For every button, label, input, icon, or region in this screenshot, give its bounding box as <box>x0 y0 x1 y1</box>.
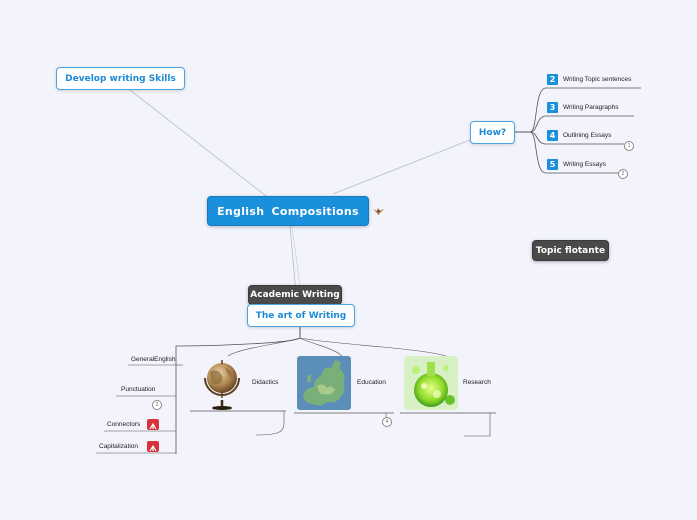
collapsed-count-badge[interactable]: 2 <box>152 400 162 410</box>
subtopic-general-english[interactable]: GeneralEnglish <box>131 356 176 363</box>
subtopic-capitalization[interactable]: Capitalization <box>99 443 139 450</box>
how-item-writing-essays[interactable]: Writing Essays <box>563 161 606 168</box>
number-badge-5: 5 <box>547 159 558 170</box>
connector-how-5 <box>529 131 618 174</box>
number-badge-3: 3 <box>547 102 558 113</box>
subtopic-research[interactable]: Research <box>463 379 491 386</box>
connector-art-education <box>299 337 343 357</box>
subtopic-didactics[interactable]: Didactics <box>252 379 279 386</box>
art-of-writing-label: The art of Writing <box>255 310 347 321</box>
globe-image <box>204 360 240 410</box>
subtopic-punctuation[interactable]: Punctuation <box>121 386 156 393</box>
connector-how-4 <box>529 131 624 145</box>
connector-art-research <box>299 337 447 357</box>
floating-topic-label: Topic flotante <box>535 245 606 256</box>
how-item-writing-topic-sentences[interactable]: Writing Topic sentences <box>563 76 632 83</box>
collapsed-count-badge[interactable]: 2 <box>618 169 628 179</box>
how-item-outlining-essays[interactable]: Outlining Essays <box>563 132 612 139</box>
academic-writing-label: Academic Writing <box>250 290 340 300</box>
floating-topic-node[interactable]: Topic flotante <box>532 240 609 261</box>
connector-develop <box>129 89 267 197</box>
central-topic-label: English Compositions <box>217 204 359 218</box>
red-attachment-icon[interactable] <box>147 441 159 452</box>
develop-writing-skills-label: Develop writing Skills <box>65 73 176 84</box>
develop-writing-skills-node[interactable]: Develop writing Skills <box>56 67 185 90</box>
collapsed-count-badge[interactable]: 1 <box>624 141 634 151</box>
connector-how-2 <box>529 87 641 133</box>
connector-how-3 <box>529 115 634 133</box>
subtopic-connectors[interactable]: Connectors <box>107 421 141 428</box>
how-node[interactable]: How? <box>470 121 515 144</box>
number-badge-2: 2 <box>547 74 558 85</box>
collapsed-count-badge[interactable]: 4 <box>382 417 392 427</box>
academic-writing-node[interactable]: Academic Writing <box>248 285 342 305</box>
number-badge-4: 4 <box>547 130 558 141</box>
europe-map-image <box>297 356 351 410</box>
connector-how <box>332 139 471 195</box>
art-of-writing-node[interactable]: The art of Writing <box>247 304 355 327</box>
lab-flask-image <box>404 356 458 410</box>
how-label: How? <box>478 127 507 138</box>
bird-icon <box>373 207 384 215</box>
central-topic[interactable]: English Compositions <box>207 196 369 226</box>
subtopic-education[interactable]: Education <box>357 379 386 386</box>
connector-art-didactics <box>227 337 301 357</box>
how-item-writing-paragraphs[interactable]: Writing Paragraphs <box>563 104 619 111</box>
red-attachment-icon[interactable] <box>147 419 159 430</box>
